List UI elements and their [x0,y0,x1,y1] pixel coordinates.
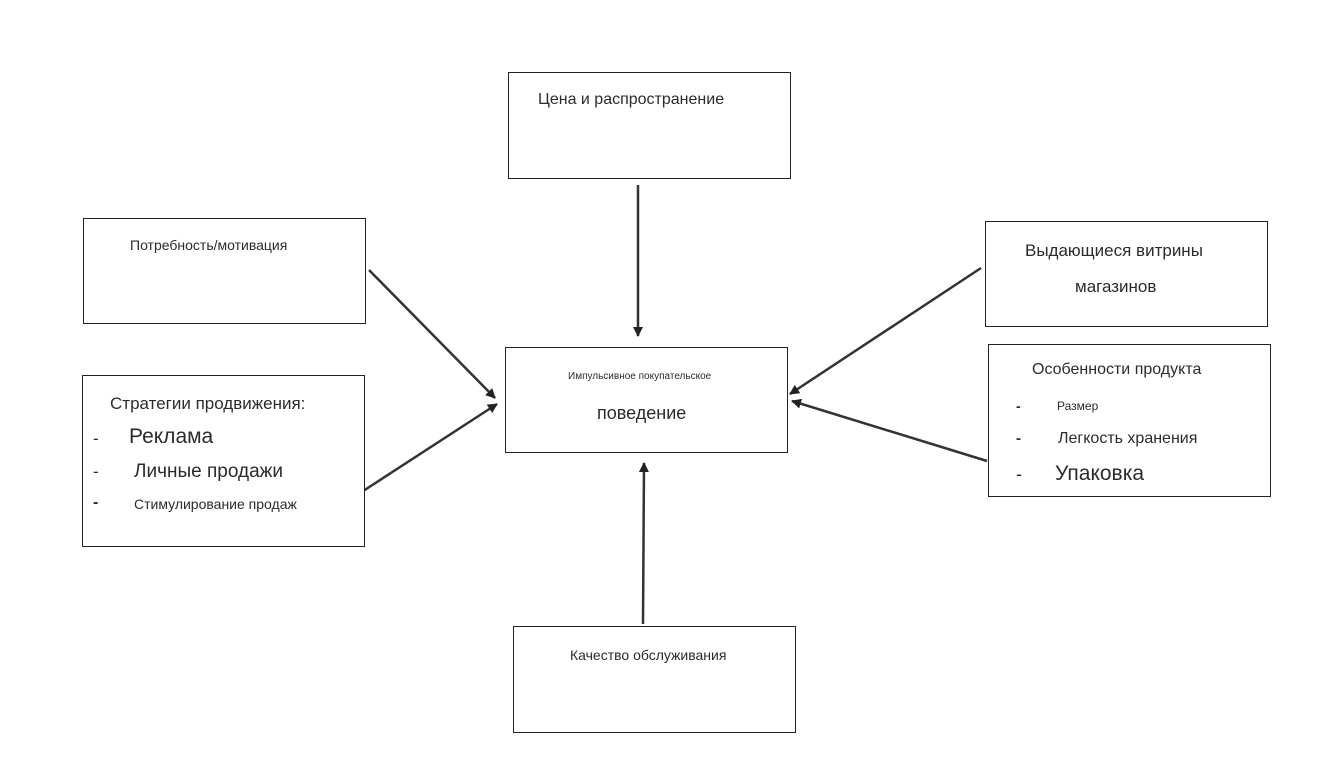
arrow-windows-to-center [789,266,982,396]
service-box [513,626,796,733]
promo-title: Стратегии продвижения: [110,394,306,413]
promo-bullet-1: - [93,429,99,448]
product-bullet-1: - [1016,398,1021,414]
product-title: Особенности продукта [1032,361,1202,378]
windows-line1: Выдающиеся витрины [1025,241,1203,260]
arrow-product-to-center [791,398,988,463]
price-box [508,72,791,179]
promo-item-3: Стимулирование продаж [134,496,297,512]
need-label: Потребность/мотивация [130,237,288,253]
product-item-1: Размер [1057,399,1099,413]
center-box [505,347,788,453]
service-label: Качество обслуживания [570,647,727,663]
arrow-service-to-center [638,462,649,625]
windows-line2: магазинов [1075,277,1157,296]
promo-bullet-3: - [93,494,99,511]
product-item-2: Легкость хранения [1058,430,1198,447]
product-item-3: Упаковка [1055,462,1145,485]
product-bullet-3: - [1016,464,1022,484]
promo-box [82,375,365,547]
promo-bullet-2: - [93,462,99,481]
promo-item-1: Реклама [129,425,214,448]
price-label: Цена и распространение [538,91,725,108]
center-line2: поведение [597,403,687,423]
need-box [83,218,366,324]
promo-item-2: Личные продажи [134,461,283,482]
windows-box [985,221,1268,327]
arrow-promo-to-center [356,402,498,497]
product-bullet-2: - [1016,430,1021,447]
center-line1: Импульсивное покупательское [568,371,712,382]
arrow-need-to-center [368,269,496,399]
product-box [988,344,1271,497]
